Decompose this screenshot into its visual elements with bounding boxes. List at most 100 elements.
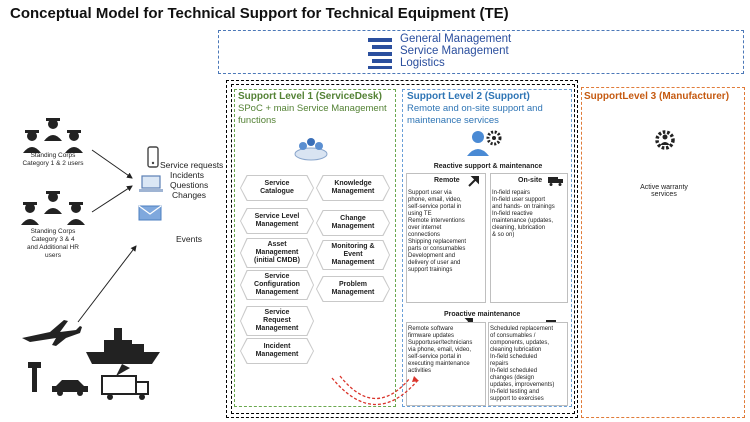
label-line: Standing Corps <box>30 152 76 159</box>
feedback-arrows <box>331 375 419 406</box>
people-group-1-icon <box>23 118 83 153</box>
function-label-line: Monitoring & <box>331 243 375 250</box>
description-line: components, updates, <box>490 340 550 346</box>
organization-logo <box>368 38 392 69</box>
description-line: Shipping replacement <box>408 239 467 245</box>
description-line: Development and <box>408 253 456 259</box>
level1-title: Support Level 1 (ServiceDesk) <box>238 91 382 102</box>
function-label-line: Management <box>331 259 375 266</box>
ship-icon <box>86 352 160 364</box>
description-line: cleaning lubrication <box>490 347 542 353</box>
request-types: Service requests Incidents Questions Cha… <box>160 160 223 200</box>
description-line: Scheduled replacement <box>490 326 554 332</box>
label-line: Standing Corps <box>30 228 76 235</box>
remote-tool-icon <box>468 176 479 187</box>
support-frame-inner <box>231 84 575 414</box>
function-label-line: Service <box>264 180 290 187</box>
description-line: and hands- on trainings <box>492 204 555 210</box>
label-line: Category 1 & 2 users <box>22 160 84 167</box>
level3-box <box>581 87 745 418</box>
function-label-line: Incident <box>263 343 291 350</box>
description-line: In-field reactive <box>492 211 533 217</box>
description-line: self-service portal in <box>408 354 462 360</box>
proactive-onsite-box <box>488 322 568 406</box>
request-changes: Changes <box>172 190 207 200</box>
general-management-text: General Management Service Management Lo… <box>400 33 511 69</box>
warranty-service: Active warranty services <box>600 184 728 198</box>
function-label-line: Catalogue <box>260 188 294 195</box>
description-line: connections <box>408 232 441 238</box>
equipment-icons <box>22 320 160 400</box>
email-icon <box>138 205 162 221</box>
label-line: and Additional HR <box>26 244 80 251</box>
description-line: repairs <box>490 361 509 367</box>
description-line: cleaning, lubrication <box>492 225 546 231</box>
description-line: updates, improvements) <box>490 382 555 388</box>
function-label-line: Management <box>331 289 375 296</box>
reactive-title: Reactive support & maintenance <box>433 163 543 170</box>
description-line: activities <box>408 368 432 374</box>
function-label-line: Management <box>255 351 299 358</box>
description-line: via phone, email, video, <box>408 347 472 353</box>
function-label-line: Problem <box>338 281 367 288</box>
level1-box <box>234 89 396 407</box>
proactive-remote-box <box>406 322 486 406</box>
description-line: Remote interventions <box>408 218 465 224</box>
support-frame-outer <box>226 80 578 418</box>
description-line: self-service portal in <box>408 204 462 210</box>
antenna-icon <box>32 366 37 392</box>
truck-icon <box>101 375 137 395</box>
airplane-icon <box>22 320 82 346</box>
description-line: of consumables / <box>490 333 536 339</box>
description-line: changes (design <box>490 375 535 381</box>
label-line: Category 3 & 4 <box>31 236 75 243</box>
function-label-line: (initial CMDB) <box>254 257 300 264</box>
warranty-line: services <box>651 191 677 198</box>
request-questions: Questions <box>170 180 209 190</box>
function-label-line: Management <box>255 249 299 256</box>
truck-icon <box>548 177 563 186</box>
level2-subtitle: Remote and on-site support and maintenan… <box>407 103 543 126</box>
function-label-line: Management <box>331 188 375 195</box>
request-service: Service requests <box>160 160 224 170</box>
function-label-line: Configuration <box>254 281 300 288</box>
people-group-1-label: Standing Corps Category 1 & 2 users <box>8 152 98 168</box>
function-label-line: Management <box>255 325 299 332</box>
function-label-line: Request <box>263 317 291 324</box>
description-line: support trainings <box>408 267 453 273</box>
function-label-line: Service <box>264 309 290 316</box>
onsite-label: On-site <box>518 177 543 184</box>
level2-title: Support Level 2 (Support) <box>407 91 530 102</box>
police-car-icon <box>52 380 88 392</box>
description-line: parts or consumables <box>408 246 466 252</box>
function-label-line: Event <box>343 251 363 258</box>
onsite-box <box>490 173 568 303</box>
function-label-line: Service Level <box>254 213 300 220</box>
description-line: delivery of user and <box>408 260 461 266</box>
request-incidents: Incidents <box>170 170 205 180</box>
description-line: support to exercises <box>490 396 544 402</box>
label-line: users <box>45 252 61 259</box>
function-label-line: Change <box>340 215 366 222</box>
description-line: Support user via <box>408 190 452 196</box>
servicedesk-icon <box>294 138 328 161</box>
level3-title: SupportLevel 3 (Manufacturer) <box>584 91 730 102</box>
description-line: over internet <box>408 225 442 231</box>
description-line: In-field scheduled <box>490 368 538 374</box>
description-line: firmware updates <box>408 333 455 339</box>
